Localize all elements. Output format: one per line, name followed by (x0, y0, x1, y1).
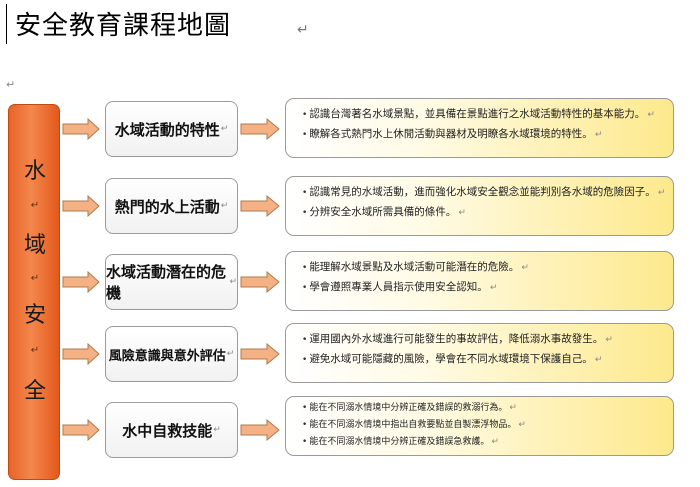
arrow-right-icon (62, 419, 100, 441)
description-line: 瞭解各式熱門水上休閒活動與器材及明瞭各水域環境的特性。 (309, 128, 593, 140)
paragraph-mark-icon: ↵ (30, 200, 40, 211)
paragraph-mark-icon: ↵ (213, 425, 221, 435)
topic-label: 水域活動潛在的危機 (106, 263, 227, 302)
description-line: 能理解水域景點及水域活動可能潛在的危險。 (309, 261, 520, 273)
paragraph-mark-icon: ↵ (509, 403, 517, 413)
vertical-label-char: 全 (23, 379, 46, 404)
vertical-label-char: 域 (23, 233, 46, 258)
arrow-right-icon (62, 343, 100, 365)
topic-description-box: •運用國內外水域進行可能發生的事故評估，降低溺水事故發生。↵ •避免水域可能隱藏… (285, 323, 674, 383)
vertical-label-char: 水 (23, 159, 46, 184)
paragraph-mark-icon: ↵ (594, 130, 603, 140)
arrow-right-icon (240, 118, 280, 140)
arrow-right-icon (240, 195, 280, 217)
vertical-label-bar: 水 ↵ 域 ↵ 安 ↵ 全 (8, 104, 60, 480)
description-line: 能在不同溺水情境中指出自救要點並自製漂浮物品。 (309, 420, 517, 430)
arrow-right-icon (62, 195, 100, 217)
topic-water-activity-features: 水域活動的特性↵ (105, 101, 238, 157)
topic-self-rescue-skills: 水中自救技能↵ (105, 402, 238, 458)
paragraph-mark-icon: ↵ (518, 420, 526, 430)
paragraph-mark-icon: ↵ (6, 78, 16, 91)
topic-risk-awareness: 風險意識與意外評估↵ (105, 326, 238, 382)
topic-label: 水中自救技能 (122, 421, 213, 440)
topic-label: 水域活動的特性 (114, 120, 220, 139)
description-line: 學會遵照專業人員指示使用安全認知。 (309, 281, 488, 293)
topic-potential-dangers: 水域活動潛在的危機↵ (105, 254, 238, 310)
paragraph-mark-icon: ↵ (220, 124, 229, 134)
paragraph-mark-icon: ↵ (30, 273, 40, 284)
topic-description-box: •認識台灣著名水域景點，並具備在景點進行之水域活動特性的基本能力。↵ •瞭解各式… (285, 98, 674, 158)
paragraph-mark-icon: ↵ (594, 355, 603, 365)
paragraph-mark-icon: ↵ (226, 349, 235, 359)
paragraph-mark-icon: ↵ (489, 283, 498, 293)
topic-description-box: •能理解水域景點及水域活動可能潛在的危險。↵ •學會遵照專業人員指示使用安全認知… (285, 251, 674, 311)
arrow-right-icon (62, 118, 100, 140)
arrow-right-icon (240, 343, 280, 365)
paragraph-mark-icon: ↵ (657, 188, 665, 198)
paragraph-mark-icon: ↵ (647, 110, 655, 120)
paragraph-mark-icon: ↵ (491, 437, 499, 447)
arrow-right-icon (240, 419, 280, 441)
description-line: 能在不同溺水情境中分辨正確及錯誤急救護。 (309, 437, 490, 447)
topic-description-box: •能在不同溺水情境中分辨正確及錯誤的救溺行為。↵ •能在不同溺水情境中指出自救要… (285, 396, 674, 456)
paragraph-mark-icon: ↵ (297, 22, 309, 38)
topic-label: 熱門的水上活動 (114, 197, 220, 216)
description-line: 認識台灣著名水域景點，並具備在景點進行之水域活動特性的基本能力。 (309, 108, 646, 120)
description-line: 避免水域可能隱藏的風險，學會在不同水域環境下保護自己。 (309, 353, 593, 365)
description-line: 認識常見的水域活動，進而強化水域安全觀念並能判別各水域的危險因子。 (309, 186, 656, 198)
topic-description-box: •認識常見的水域活動，進而強化水域安全觀念並能判別各水域的危險因子。↵ •分辨安… (285, 176, 674, 236)
vertical-label-char: 安 (23, 303, 46, 328)
arrow-right-icon (240, 271, 280, 293)
arrow-right-icon (62, 271, 100, 293)
paragraph-mark-icon: ↵ (521, 263, 529, 273)
description-line: 能在不同溺水情境中分辨正確及錯誤的救溺行為。 (309, 403, 508, 413)
paragraph-mark-icon: ↵ (30, 345, 40, 356)
description-line: 分辨安全水域所需具備的條件。 (309, 206, 457, 218)
paragraph-mark-icon: ↵ (220, 201, 229, 211)
paragraph-mark-icon: ↵ (229, 277, 237, 287)
paragraph-mark-icon: ↵ (605, 335, 613, 345)
description-line: 運用國內外水域進行可能發生的事故評估，降低溺水事故發生。 (309, 333, 604, 345)
topic-popular-water-activities: 熱門的水上活動↵ (105, 178, 238, 234)
paragraph-mark-icon: ↵ (458, 208, 466, 218)
topic-label: 風險意識與意外評估 (108, 348, 226, 364)
page-title: 安全教育課程地圖 (15, 11, 232, 41)
title-bar: 安全教育課程地圖 ↵ (6, 4, 309, 44)
